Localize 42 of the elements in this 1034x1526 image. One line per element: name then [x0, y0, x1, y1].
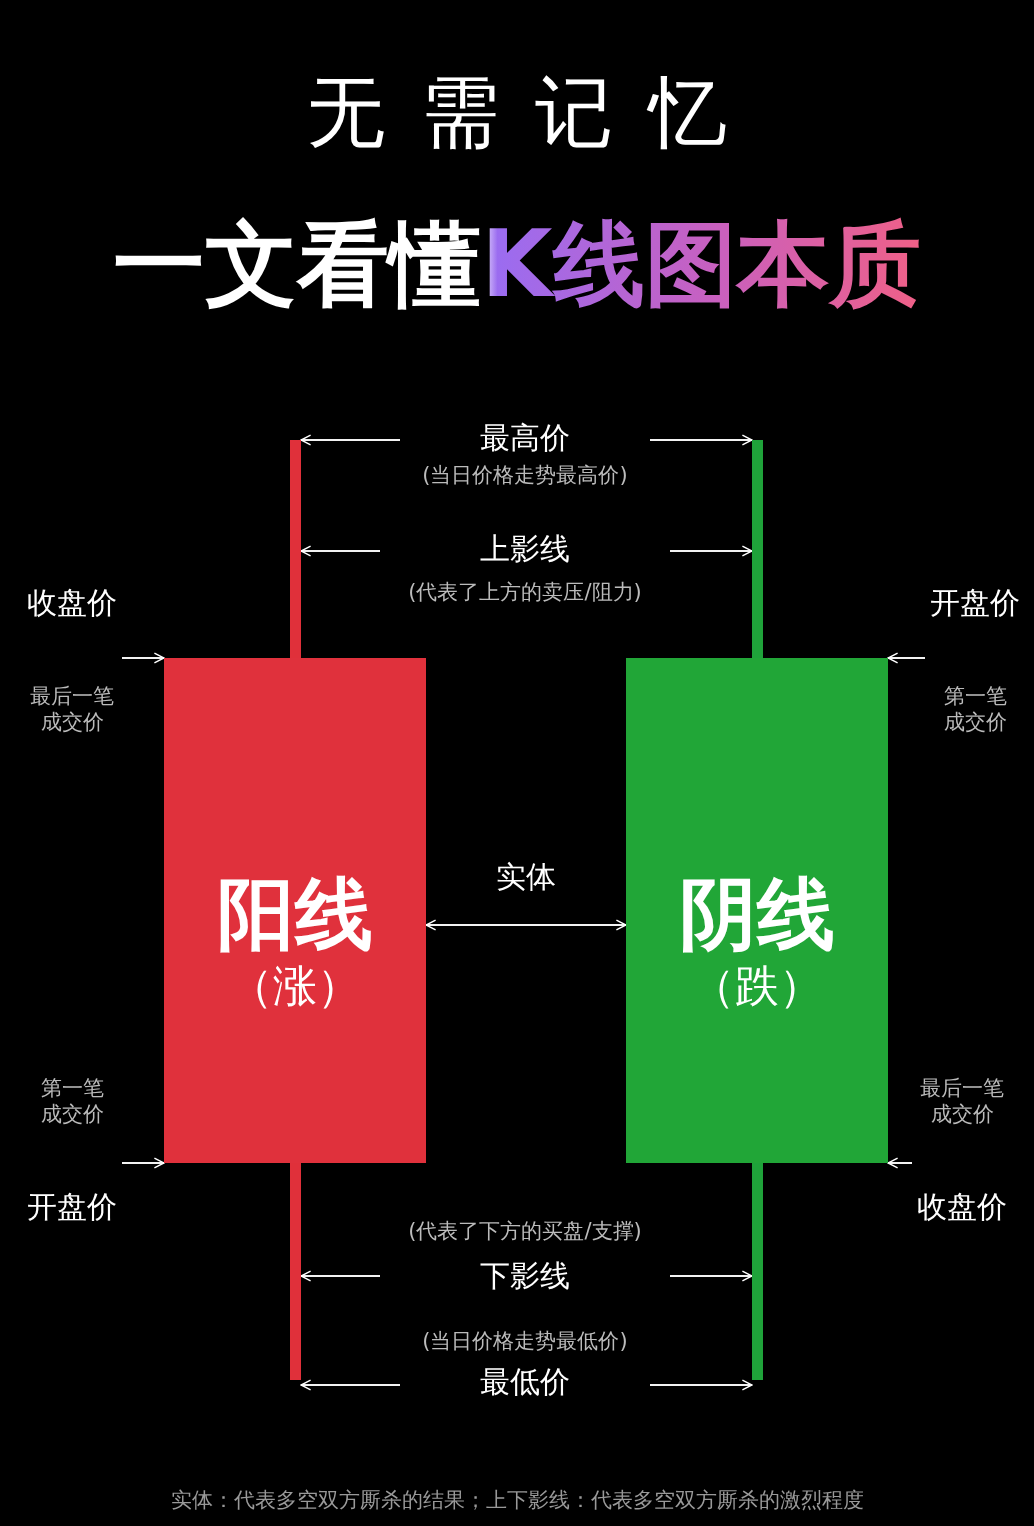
note-text: (当日价格走势最高价) [422, 462, 628, 488]
note-text: 第一笔成交价 [39, 1075, 105, 1127]
upper-wick [290, 440, 301, 658]
arrow [649, 434, 753, 446]
bearish-candle-body [626, 658, 888, 1163]
arrow [649, 1379, 753, 1391]
price-label: 收盘价 [917, 1189, 1007, 1225]
price-label: 开盘价 [27, 1189, 117, 1225]
note-text: (当日价格走势最低价) [422, 1328, 628, 1354]
upper-wick [752, 440, 763, 658]
note-text: 第一笔成交价 [942, 683, 1008, 735]
arrow [121, 652, 165, 664]
edge-label: 实体 [495, 859, 557, 895]
price-label: 下影线 [480, 1258, 570, 1294]
arrow [300, 434, 401, 446]
subtitle-text: 无需记忆 [306, 66, 764, 159]
arrow [887, 652, 926, 664]
price-label: 最低价 [480, 1364, 570, 1400]
arrow [300, 1270, 381, 1282]
note-text: 最后一笔成交价 [29, 683, 115, 735]
arrow [425, 919, 627, 931]
note-text: (代表了上方的卖压/阻力) [408, 579, 642, 605]
price-label: 最高价 [480, 420, 570, 456]
candle-name: 阳线 [217, 868, 373, 959]
arrow [669, 545, 753, 557]
price-label: 上影线 [480, 531, 570, 567]
arrow [669, 1270, 753, 1282]
note-text: 最后一笔成交价 [919, 1075, 1005, 1127]
price-label: 收盘价 [27, 585, 117, 621]
note-text: (代表了下方的买盘/支撑) [408, 1218, 642, 1244]
candle-meaning: （涨） [229, 958, 361, 1013]
candle-name: 阴线 [679, 868, 835, 959]
arrow [121, 1157, 165, 1169]
arrow [300, 545, 381, 557]
arrow [300, 1379, 401, 1391]
arrow [887, 1157, 913, 1169]
bullish-candle-body [164, 658, 426, 1163]
lower-wick [752, 1163, 763, 1380]
price-label: 开盘价 [930, 585, 1020, 621]
caption-text: 实体：代表多空双方厮杀的结果；上下影线：代表多空双方厮杀的激烈程度 [169, 1487, 865, 1514]
candle-meaning: （跌） [691, 958, 823, 1013]
lower-wick [290, 1163, 301, 1380]
